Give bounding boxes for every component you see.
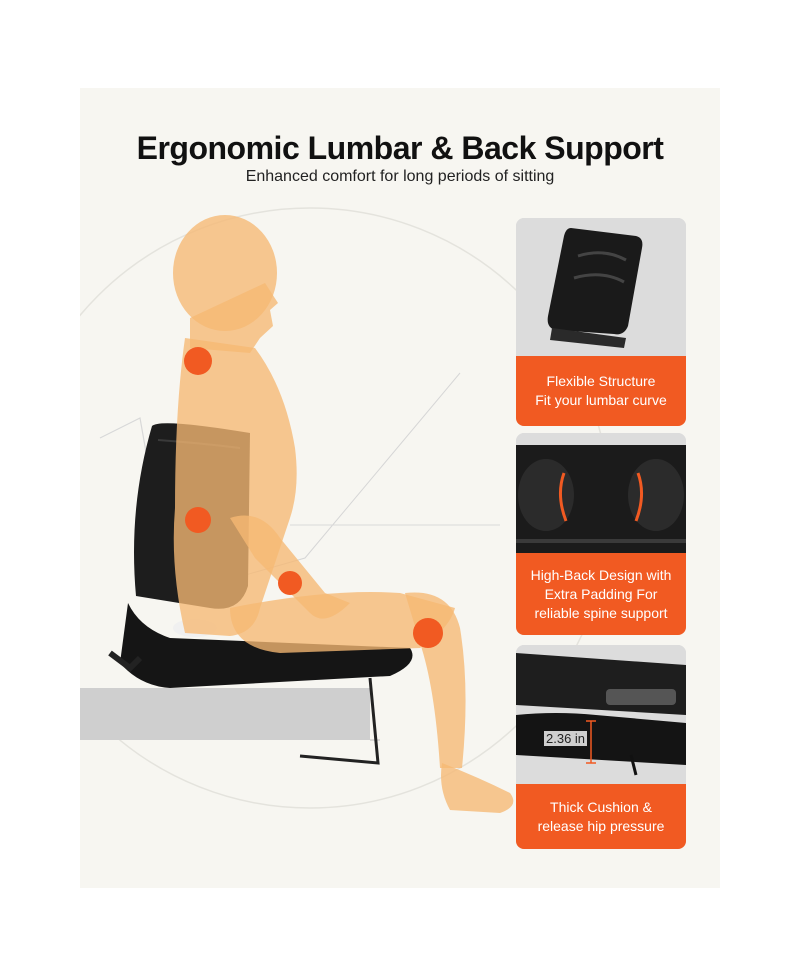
seated-person-illustration [80,207,611,813]
table [80,688,370,740]
feature-caption: High-Back Design with Extra Padding For … [516,553,686,635]
seat-clip [108,650,143,672]
hip-point [413,618,443,648]
feature-card-flexible-structure: Flexible Structure Fit your lumbar curve [516,218,686,426]
cushion-thickness-photo [516,645,686,784]
lumbar-point [185,507,211,533]
padding-closeup-photo [516,433,686,553]
feature-caption: Thick Cushion & release hip pressure [516,784,686,849]
feature-card-thick-cushion: 2.36 in Thick Cushion & release hip pres… [516,645,686,849]
neck-point [184,347,212,375]
page-subtitle: Enhanced comfort for long periods of sit… [245,168,555,185]
backrest-photo [516,218,686,356]
thickness-measurement: 2.36 in [544,731,588,746]
elbow-point [278,571,302,595]
feature-card-high-back-design: High-Back Design with Extra Padding For … [516,433,686,635]
product-infographic: Ergonomic Lumbar & Back Support Enhanced… [80,88,720,888]
person-silhouette [173,215,514,813]
seat-strap [299,677,380,765]
support-points [184,347,443,648]
page-title: Ergonomic Lumbar & Back Support [136,130,664,166]
feature-caption: Flexible Structure Fit your lumbar curve [516,356,686,426]
